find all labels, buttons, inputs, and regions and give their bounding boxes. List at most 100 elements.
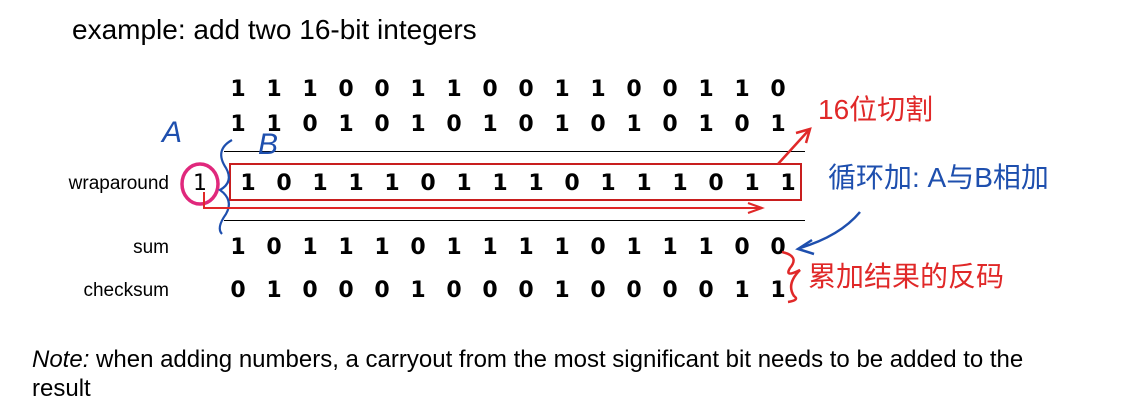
bit: 0 (770, 235, 786, 260)
bit: 0 (734, 235, 750, 260)
bit: 0 (420, 171, 436, 196)
bit: 0 (338, 278, 354, 303)
carry-arrow (203, 192, 760, 209)
bit: 1 (662, 235, 678, 260)
bit: 1 (338, 235, 354, 260)
bit: 0 (518, 112, 534, 137)
bit: 0 (590, 112, 606, 137)
bit: 1 (312, 171, 328, 196)
bit: 0 (564, 171, 580, 196)
sum-label: sum (133, 237, 169, 258)
bit: 1 (410, 112, 426, 137)
carry-circle (180, 162, 220, 206)
bit: 0 (698, 278, 714, 303)
bit: 1 (600, 171, 616, 196)
bit: 0 (626, 278, 642, 303)
bit: 1 (770, 112, 786, 137)
bit: 1 (698, 112, 714, 137)
bit: 0 (276, 171, 292, 196)
bit: 1 (626, 235, 642, 260)
bit: 1 (626, 112, 642, 137)
page-title: example: add two 16-bit integers (72, 14, 477, 45)
bit: 0 (410, 235, 426, 260)
carry-arrow-head (747, 202, 765, 214)
circular-add-note: 循环加: A与B相加 (828, 162, 1049, 193)
bit: 1 (554, 112, 570, 137)
bit: 0 (662, 77, 678, 102)
bit: 0 (590, 235, 606, 260)
bit: 1 (348, 171, 364, 196)
carry-brace (217, 139, 233, 235)
bit: 0 (446, 278, 462, 303)
note-prefix: Note: (32, 346, 90, 373)
bit: 1 (302, 235, 318, 260)
bit: 1 (518, 235, 534, 260)
checksum-label: checksum (83, 280, 169, 301)
bit: 1 (554, 235, 570, 260)
bit: 1 (446, 235, 462, 260)
bit: 0 (518, 278, 534, 303)
truncate-note: 16位切割 (818, 94, 934, 125)
truncate-arrow (777, 130, 809, 165)
bit: 0 (708, 171, 724, 196)
bit: 1 (482, 112, 498, 137)
bit: 1 (240, 171, 256, 196)
inverse-bracket (781, 250, 801, 304)
bit: 0 (374, 77, 390, 102)
bit: 1 (266, 77, 282, 102)
bit: 0 (518, 77, 534, 102)
bit: 1 (302, 77, 318, 102)
label-a: A (162, 116, 183, 149)
bit: 1 (230, 77, 246, 102)
divider-top (224, 151, 805, 152)
bit: 0 (482, 278, 498, 303)
bit: 1 (770, 278, 786, 303)
note-body: when adding numbers, a carryout from the… (32, 346, 1024, 402)
bit: 0 (302, 112, 318, 137)
bit: 0 (590, 278, 606, 303)
bit: 0 (446, 112, 462, 137)
bit: 1 (230, 235, 246, 260)
bit: 1 (554, 77, 570, 102)
bit: 0 (626, 77, 642, 102)
bit: 0 (374, 112, 390, 137)
bit: 1 (734, 278, 750, 303)
label-b: B (258, 128, 279, 161)
bit: 1 (734, 77, 750, 102)
bit: 0 (338, 77, 354, 102)
bit: 1 (446, 77, 462, 102)
bit: 1 (384, 171, 400, 196)
circular-add-arrow-head (795, 238, 815, 256)
bit: 1 (482, 235, 498, 260)
bit: 0 (662, 112, 678, 137)
bit: 0 (266, 235, 282, 260)
bit: 1 (636, 171, 652, 196)
bit: 1 (780, 171, 796, 196)
bit: 1 (554, 278, 570, 303)
bit: 1 (672, 171, 688, 196)
bit: 1 (266, 278, 282, 303)
bit: 0 (230, 278, 246, 303)
bit: 1 (698, 235, 714, 260)
note-text: Note: when adding numbers, a carryout fr… (32, 345, 1032, 403)
inverse-note: 累加结果的反码 (808, 261, 1005, 292)
bit: 0 (302, 278, 318, 303)
bit: 1 (410, 278, 426, 303)
bit: 0 (482, 77, 498, 102)
bit: 1 (410, 77, 426, 102)
bit: 1 (338, 112, 354, 137)
carry-bit: 1 (193, 171, 207, 196)
bit: 0 (770, 77, 786, 102)
truncate-arrow-head (795, 127, 812, 144)
bit: 1 (528, 171, 544, 196)
bit: 1 (744, 171, 760, 196)
circular-add-arrow (799, 211, 861, 250)
bit: 1 (266, 112, 282, 137)
bit: 1 (456, 171, 472, 196)
